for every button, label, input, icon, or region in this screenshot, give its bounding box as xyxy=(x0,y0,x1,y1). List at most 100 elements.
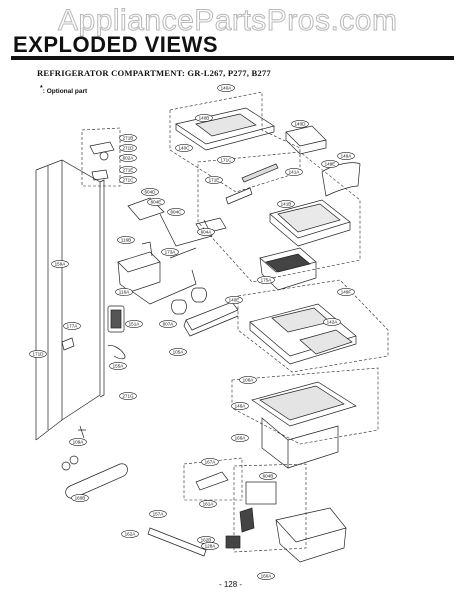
part-number-label: 166A xyxy=(235,436,247,441)
part-callout-bubble xyxy=(285,168,303,176)
part-callout-bubble xyxy=(121,530,139,538)
part-callout-bubble xyxy=(29,350,47,358)
part-callout-bubble xyxy=(337,152,355,160)
part-callout-bubble xyxy=(149,510,167,518)
part-number-label: 271B xyxy=(123,136,134,141)
part-callout-bubble xyxy=(119,392,137,400)
rail-bar xyxy=(147,527,207,557)
part-callout-bubble xyxy=(231,402,249,410)
part-callout-bubble xyxy=(225,296,243,304)
part-callout-bubble xyxy=(259,472,277,480)
part-callout-bubble xyxy=(337,288,355,296)
part-callout-bubble xyxy=(119,176,137,184)
part-callout-bubble xyxy=(115,288,133,296)
part-number-label: 142A xyxy=(327,320,339,325)
bottom-bin xyxy=(275,507,347,563)
damper-assembly xyxy=(127,197,227,247)
part-number-label: 173A xyxy=(165,250,177,255)
part-number-label: 159A xyxy=(55,262,67,267)
part-callout-bubble xyxy=(321,160,339,168)
watermark: AppliancePartsPros.com xyxy=(57,4,398,38)
control-box xyxy=(117,241,197,305)
part-number-label: 604A xyxy=(201,230,213,235)
glass-shelf xyxy=(269,199,351,247)
part-number-label: 161A xyxy=(203,502,215,507)
part-number-label: 141B xyxy=(281,202,292,207)
part-number-label: 149A xyxy=(341,154,353,159)
cabinet-liner xyxy=(35,159,105,441)
part-number-label: 604C xyxy=(171,210,183,215)
part-callout-bubble xyxy=(167,208,185,216)
part-callout-bubble xyxy=(257,572,275,580)
lamp-cover xyxy=(183,301,239,337)
part-callout-bubble xyxy=(201,542,219,550)
part-number-label: 171E xyxy=(209,178,220,183)
part-number-label: 162B xyxy=(201,538,212,543)
optional-part-note: *: Optional part xyxy=(40,85,87,95)
optional-text: : Optional part xyxy=(42,88,88,96)
deli-drawer xyxy=(261,417,339,469)
part-callout-bubble xyxy=(117,236,135,244)
part-number-label: 162A xyxy=(125,532,137,537)
part-callout-bubble xyxy=(257,276,275,284)
page-number: - 128 - xyxy=(218,580,243,589)
caps xyxy=(61,425,86,471)
part-callout-bubble xyxy=(69,438,87,446)
part-callout-bubble xyxy=(217,156,235,164)
part-callout-bubble xyxy=(217,84,235,92)
part-callout-bubble xyxy=(291,120,309,128)
part-callout-bubble xyxy=(141,188,159,196)
wire-harness xyxy=(61,337,126,360)
part-callout-bubble xyxy=(147,198,165,206)
title-rule xyxy=(11,56,454,60)
part-callout-bubble xyxy=(125,320,143,328)
part-callout-bubble xyxy=(71,494,89,502)
deli-shelf xyxy=(251,381,357,427)
part-number-label: 155A xyxy=(113,364,125,369)
optional-marker: * xyxy=(40,85,43,92)
part-number-label: 160B xyxy=(75,496,86,501)
part-callout-bubble xyxy=(119,144,137,152)
part-number-label: 271D xyxy=(123,146,135,151)
part-callout-bubble xyxy=(231,434,249,442)
part-number-label: 604B xyxy=(263,474,274,479)
part-number-label: 116A xyxy=(119,290,130,295)
bracket-parts xyxy=(89,141,115,181)
part-number-label: 171C xyxy=(221,158,233,163)
part-callout-bubble xyxy=(109,362,127,370)
part-number-label: 157A xyxy=(153,512,165,517)
part-number-label: 607A xyxy=(163,322,175,327)
part-callout-bubble xyxy=(205,176,223,184)
part-number-label: 177A xyxy=(67,324,79,329)
part-number-label: 140E xyxy=(229,298,240,303)
part-number-label: 149F xyxy=(341,290,352,295)
part-number-label: 140A xyxy=(221,86,233,91)
shelf-rails xyxy=(225,163,279,205)
part-number-label: 604D xyxy=(145,190,157,195)
control-panel xyxy=(107,305,125,333)
part-callout-bubble xyxy=(201,458,219,466)
part-callout-bubble xyxy=(161,248,179,256)
part-callout-bubble xyxy=(119,134,137,142)
part-number-label: 140B xyxy=(199,116,210,121)
cylinder-part xyxy=(65,463,128,499)
group-outlines xyxy=(81,91,389,553)
part-callout-bubble xyxy=(197,228,215,236)
part-callout-bubble xyxy=(119,166,137,174)
part-callout-bubble xyxy=(323,318,341,326)
part-number-label: 140D xyxy=(295,122,307,127)
part-number-label: 116B xyxy=(121,238,131,243)
part-number-label: 151A xyxy=(129,322,141,327)
part-callout-bubble xyxy=(169,348,187,356)
part-number-label: 146A xyxy=(235,404,247,409)
small-brackets xyxy=(195,471,277,549)
part-number-label: 140C xyxy=(179,146,191,151)
part-number-label: 128A xyxy=(205,544,217,549)
part-callout-bubble xyxy=(119,154,137,162)
part-callout-bubble xyxy=(199,500,217,508)
split-shelf xyxy=(249,303,357,365)
part-callout-bubble xyxy=(175,144,193,152)
part-callout-bubble xyxy=(63,322,81,330)
part-number-label: 167A xyxy=(205,460,217,465)
part-callout-bubble xyxy=(239,376,257,384)
